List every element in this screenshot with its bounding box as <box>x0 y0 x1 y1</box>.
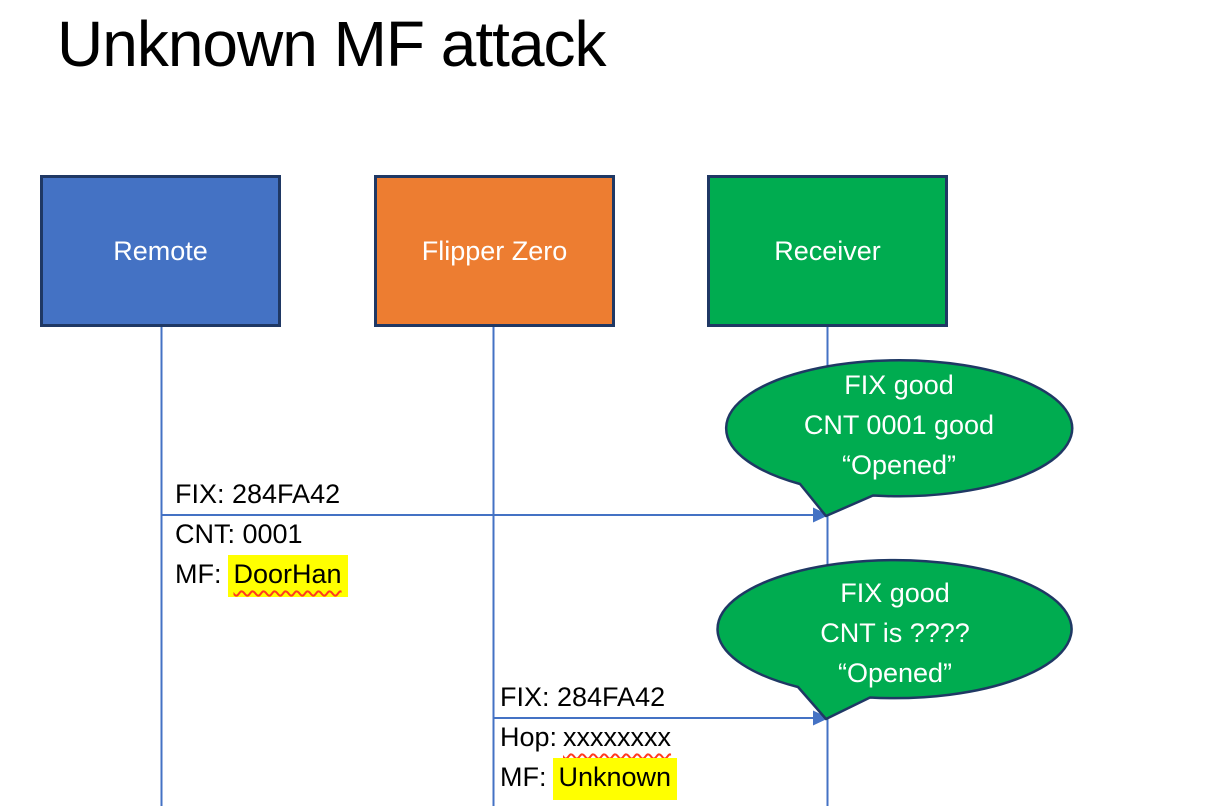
actor-label-remote: Remote <box>113 235 208 266</box>
callout-text-2: FIX good CNT is ???? “Opened” <box>735 573 1055 693</box>
actor-box-flipper-zero: Flipper Zero <box>374 175 615 327</box>
msg2-mf-value-highlighted: Unknown <box>552 758 678 800</box>
message-label-flipper-to-receiver: FIX: 284FA42 Hop:xxxxxxxx MF:Unknown <box>500 677 678 800</box>
msg1-mf-value-highlighted: DoorHan <box>227 555 348 597</box>
msg2-hop-value: xxxxxxxx <box>563 722 672 752</box>
msg2-mf-prefix: MF: <box>500 762 547 792</box>
callout-2-line-2: CNT is ???? <box>820 618 970 648</box>
callout-text-1: FIX good CNT 0001 good “Opened” <box>739 365 1059 485</box>
msg1-mf-prefix: MF: <box>175 559 222 589</box>
arrowhead-remote-to-receiver <box>813 507 829 523</box>
msg2-hop-line: Hop:xxxxxxxx <box>500 717 677 757</box>
actor-label-flipper-zero: Flipper Zero <box>421 235 568 266</box>
callout-1-line-1: FIX good <box>844 370 954 400</box>
actor-box-remote: Remote <box>40 175 281 327</box>
callout-2-line-3: “Opened” <box>837 658 953 688</box>
actor-label-receiver: Receiver <box>774 235 881 266</box>
message-label-remote-to-receiver: FIX: 284FA42 CNT: 0001 MF:DoorHan <box>175 474 348 597</box>
msg1-mf-line: MF:DoorHan <box>175 554 348 597</box>
msg2-fix-line: FIX: 284FA42 <box>500 682 666 712</box>
callout-1-line-3: “Opened” <box>841 450 957 480</box>
msg1-cnt-line: CNT: 0001 <box>175 519 303 549</box>
actor-box-receiver: Receiver <box>707 175 948 327</box>
callout-1-line-2: CNT 0001 good <box>803 410 995 440</box>
msg1-fix-line: FIX: 284FA42 <box>175 479 341 509</box>
arrowhead-flipper-to-receiver <box>813 710 829 726</box>
slide-title: Unknown MF attack <box>57 8 607 80</box>
msg2-mf-line: MF:Unknown <box>500 757 678 800</box>
msg2-hop-prefix: Hop: <box>500 722 558 752</box>
callout-2-line-1: FIX good <box>840 578 950 608</box>
